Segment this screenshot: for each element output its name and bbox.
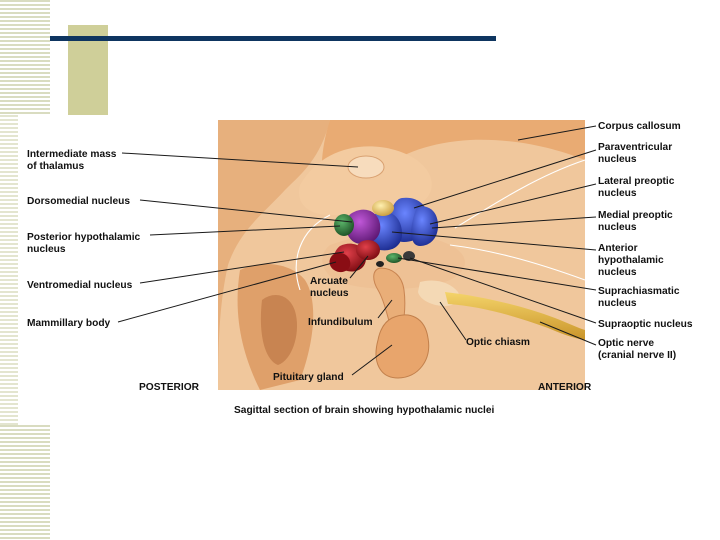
label-intermediate-mass: Intermediate mass of thalamus <box>27 149 119 172</box>
posterior-hypothalamic-nucleus-shape <box>334 214 354 236</box>
decor-stripe-bottom <box>0 425 50 540</box>
decor-stripe-middle <box>0 115 18 425</box>
title-rule <box>50 36 496 41</box>
leader-paraventricular <box>413 149 597 209</box>
leader-infundibulum <box>377 299 393 319</box>
label-arcuate: Arcuate nucleus <box>310 276 351 299</box>
mammillary-region-shape <box>260 295 298 365</box>
white-contour-3 <box>454 159 586 229</box>
leader-supraoptic <box>409 257 597 324</box>
leader-anterior-hypothalamic <box>391 231 597 251</box>
label-medial-preoptic: Medial preoptic nucleus <box>598 210 676 233</box>
dorsomedial-nucleus-shape <box>346 209 381 244</box>
brain-illustration <box>218 120 586 390</box>
leader-mammillary <box>117 261 337 323</box>
tissue-posterior-region <box>218 120 330 390</box>
label-dorsomedial: Dorsomedial nucleus <box>27 196 130 207</box>
white-contour-2 <box>449 244 586 281</box>
label-corpus-callosum: Corpus callosum <box>598 121 681 132</box>
leader-suprachiasmatic <box>397 257 597 291</box>
label-posterior-hypothalamic: Posterior hypothalamic nucleus <box>27 232 143 255</box>
label-suprachiasmatic: Suprachiasmatic nucleus <box>598 286 682 309</box>
leader-intermediate-mass <box>121 152 359 168</box>
label-optic-chiasm: Optic chiasm <box>466 337 530 348</box>
leader-lateral-preoptic <box>429 183 597 225</box>
leader-pituitary <box>351 344 393 376</box>
label-pituitary: Pituitary gland <box>273 372 344 383</box>
leader-corpus-callosum <box>517 125 597 141</box>
label-infundibulum: Infundibulum <box>308 317 373 328</box>
decor-stripe-top <box>0 0 50 115</box>
yellow-nucleus-shape <box>372 200 394 216</box>
leader-dorsomedial <box>139 199 353 223</box>
hypothalamic-nuclei <box>329 197 438 273</box>
label-lateral-preoptic: Lateral preoptic nucleus <box>598 176 677 199</box>
label-supraoptic: Supraoptic nucleus <box>598 319 693 330</box>
label-paraventricular: Paraventricular nucleus <box>598 142 675 165</box>
leader-arcuate <box>349 255 369 279</box>
label-mammillary: Mammillary body <box>27 318 111 329</box>
label-anterior-hypothalamic: Anterior hypothalamic nucleus <box>598 243 667 278</box>
leader-optic-chiasm <box>439 301 467 341</box>
suprachiasmatic-nucleus-shape <box>386 253 402 263</box>
medial-preoptic-nucleus-shape <box>411 206 438 246</box>
leader-optic-nerve <box>539 321 597 346</box>
label-anterior: ANTERIOR <box>538 382 592 393</box>
leader-ventromedial <box>139 251 345 284</box>
label-optic-nerve: Optic nerve (cranial nerve II) <box>598 338 676 361</box>
pituitary-gland-shape <box>375 314 430 379</box>
arcuate-nucleus-shape <box>356 240 380 260</box>
figure-caption: Sagittal section of brain showing hypoth… <box>234 405 495 416</box>
label-posterior: POSTERIOR <box>139 382 200 393</box>
label-ventromedial: Ventromedial nucleus <box>27 280 133 291</box>
leader-posterior-hypothalamic <box>149 225 341 236</box>
leader-lines <box>117 125 597 376</box>
small-dark-nucleus-shape <box>376 261 384 267</box>
leader-medial-preoptic <box>431 216 597 229</box>
intermediate-mass-shape <box>347 155 385 179</box>
thalamus-shape <box>299 146 432 215</box>
optic-nerve-shape <box>445 292 585 340</box>
white-contour-1 <box>295 214 331 291</box>
mammillary-body-shape <box>329 252 351 273</box>
